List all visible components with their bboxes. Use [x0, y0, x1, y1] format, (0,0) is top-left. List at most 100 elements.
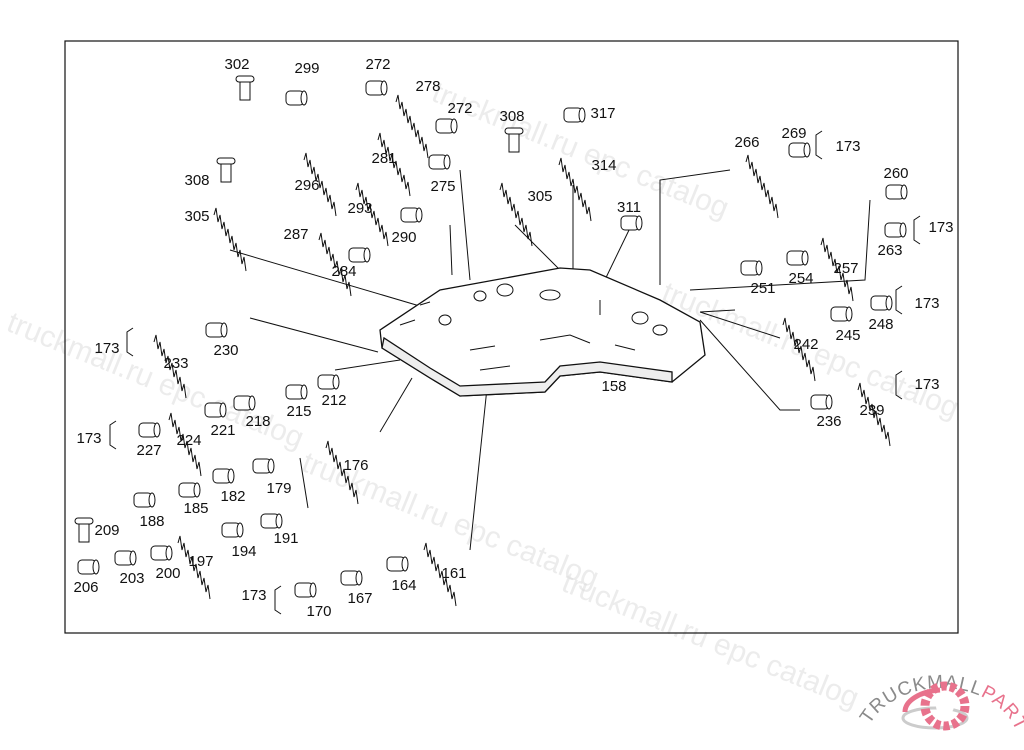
- part-label-212: 212: [321, 392, 346, 409]
- part-248-drawing: [870, 295, 893, 311]
- part-label-245: 245: [835, 327, 860, 344]
- part-230-drawing: [205, 322, 228, 338]
- part-label-260: 260: [883, 165, 908, 182]
- part-label-167: 167: [347, 590, 372, 607]
- part-label-206: 206: [73, 579, 98, 596]
- part-label-176: 176: [343, 457, 368, 474]
- valve-body: [379, 267, 706, 397]
- leader-line: [659, 169, 731, 285]
- part-label-305: 305: [527, 188, 552, 205]
- part-label-209: 209: [94, 522, 119, 539]
- part-161-drawing: [423, 542, 457, 607]
- part-label-191: 191: [273, 530, 298, 547]
- part-173-drawing: [913, 215, 921, 245]
- watermark-text: truckmall.ru epc catalog: [427, 76, 733, 225]
- part-305-drawing: [499, 182, 533, 247]
- part-206-drawing: [77, 559, 100, 575]
- part-281-drawing: [377, 132, 411, 197]
- part-label-188: 188: [139, 513, 164, 530]
- part-label-203: 203: [119, 570, 144, 587]
- part-197-drawing: [177, 535, 211, 600]
- part-label-179: 179: [266, 480, 291, 497]
- part-label-290: 290: [391, 229, 416, 246]
- part-label-173: 173: [94, 340, 119, 357]
- part-label-164: 164: [391, 577, 416, 594]
- part-245-drawing: [830, 306, 853, 322]
- part-label-233: 233: [163, 355, 188, 372]
- part-239-drawing: [857, 382, 891, 447]
- part-227-drawing: [138, 422, 161, 438]
- part-label-248: 248: [868, 316, 893, 333]
- part-label-215: 215: [286, 403, 311, 420]
- part-200-drawing: [150, 545, 173, 561]
- part-164-drawing: [386, 556, 409, 572]
- part-191-drawing: [260, 513, 283, 529]
- gear-icon: [920, 681, 970, 731]
- part-label-173: 173: [76, 430, 101, 447]
- part-label-308: 308: [499, 108, 524, 125]
- leader-line: [299, 457, 309, 509]
- part-label-227: 227: [136, 442, 161, 459]
- leader-line: [459, 169, 471, 281]
- leader-line: [469, 387, 488, 551]
- part-263-drawing: [884, 222, 907, 238]
- part-label-224: 224: [176, 432, 201, 449]
- part-254-drawing: [786, 250, 809, 266]
- part-label-200: 200: [155, 565, 180, 582]
- part-188-drawing: [133, 492, 156, 508]
- part-173-drawing: [126, 327, 134, 357]
- part-284-drawing: [348, 247, 371, 263]
- watermark-text: truckmall.ru epc catalog: [557, 566, 863, 715]
- part-224-drawing: [168, 412, 202, 477]
- leader-line: [449, 224, 453, 276]
- part-label-236: 236: [816, 413, 841, 430]
- part-296-drawing: [303, 152, 337, 217]
- part-266-drawing: [745, 154, 779, 219]
- part-221-drawing: [204, 402, 227, 418]
- leader-line: [699, 319, 800, 411]
- part-label-197: 197: [188, 553, 213, 570]
- part-233-drawing: [153, 334, 187, 399]
- part-label-257: 257: [833, 260, 858, 277]
- part-173-drawing: [895, 285, 903, 315]
- part-302-drawing: [235, 75, 255, 101]
- part-317-drawing: [563, 107, 586, 123]
- part-194-drawing: [221, 522, 244, 538]
- part-label-296: 296: [294, 177, 319, 194]
- part-label-158: 158: [601, 378, 626, 395]
- part-label-317: 317: [590, 105, 615, 122]
- part-212-drawing: [317, 374, 340, 390]
- part-182-drawing: [212, 468, 235, 484]
- part-242-drawing: [782, 317, 816, 382]
- leader-line: [514, 224, 561, 271]
- part-278-drawing: [395, 94, 429, 159]
- part-label-182: 182: [220, 488, 245, 505]
- part-203-drawing: [114, 550, 137, 566]
- part-label-311: 311: [617, 199, 641, 216]
- part-label-314: 314: [591, 157, 616, 174]
- part-label-284: 284: [331, 263, 356, 280]
- part-311-drawing: [620, 215, 643, 231]
- part-label-173: 173: [914, 295, 939, 312]
- parts: [74, 75, 921, 615]
- part-167-drawing: [340, 570, 363, 586]
- part-173-drawing: [109, 420, 117, 450]
- part-label-308: 308: [184, 172, 209, 189]
- leader-line: [334, 359, 401, 371]
- part-label-242: 242: [793, 336, 818, 353]
- leader-line: [229, 249, 441, 313]
- part-label-281: 281: [371, 150, 396, 167]
- part-label-185: 185: [183, 500, 208, 517]
- part-269-drawing: [788, 142, 811, 158]
- part-272-drawing: [365, 80, 388, 96]
- part-label-266: 266: [734, 134, 759, 151]
- part-173-drawing: [895, 370, 903, 400]
- leader-line: [379, 377, 413, 433]
- part-173-drawing: [815, 130, 823, 160]
- leader-line: [699, 309, 736, 313]
- part-287-drawing: [318, 232, 352, 297]
- part-label-305: 305: [184, 208, 209, 225]
- part-label-194: 194: [231, 543, 256, 560]
